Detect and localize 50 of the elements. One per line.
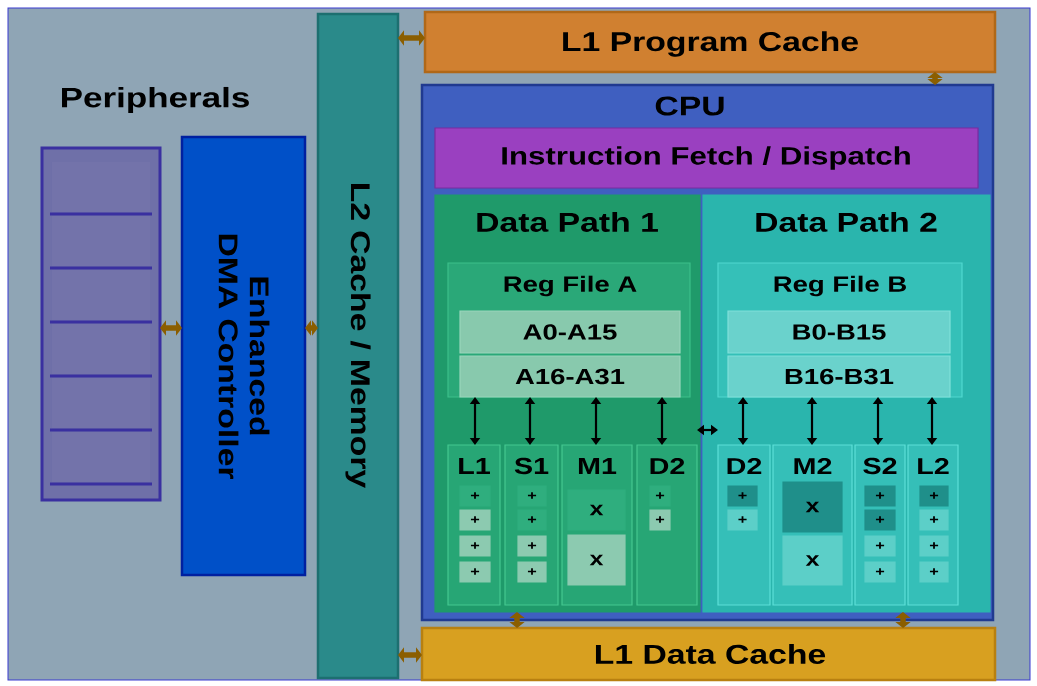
double-arrow <box>737 397 749 445</box>
adder-cell: + <box>727 509 758 531</box>
adder-cell: + <box>459 485 491 507</box>
adder-cell: + <box>919 535 949 557</box>
register-row: A0-A15 <box>459 310 681 354</box>
adder-cell: + <box>517 561 547 583</box>
adder-cell: + <box>864 561 896 583</box>
dma-controller-box: Enhanced DMA Controller <box>180 135 307 577</box>
register-row: B16-B31 <box>727 355 951 398</box>
multiplier-cell: x <box>782 535 843 586</box>
adder-cell: + <box>517 485 547 507</box>
adder-cell: + <box>517 509 547 531</box>
adder-cell: + <box>649 509 671 531</box>
register-row: A16-A31 <box>459 355 681 398</box>
adder-cell: + <box>517 535 547 557</box>
double-arrow <box>697 424 718 436</box>
adder-cell: + <box>919 561 949 583</box>
adder-cell: + <box>459 535 491 557</box>
cache-bar: L1 Program Cache <box>423 10 997 74</box>
double-arrow <box>160 320 182 336</box>
double-arrow <box>398 647 422 663</box>
adder-cell: + <box>864 509 896 531</box>
double-arrow <box>305 320 318 336</box>
double-arrow <box>872 397 884 445</box>
adder-cell: + <box>459 509 491 531</box>
register-row: B0-B15 <box>727 310 951 354</box>
adder-cell: + <box>864 535 896 557</box>
adder-cell: + <box>864 485 896 507</box>
double-arrow <box>926 397 938 445</box>
cache-memory-bar: L2 Cache / Memory <box>316 12 400 680</box>
double-arrow <box>509 612 525 628</box>
double-arrow <box>927 72 943 85</box>
double-arrow <box>398 30 425 46</box>
double-arrow <box>469 397 481 445</box>
multiplier-cell: x <box>567 534 626 586</box>
node-label: Peripherals <box>62 86 249 114</box>
multiplier-cell: x <box>567 489 626 531</box>
double-arrow <box>590 397 602 445</box>
adder-cell: + <box>727 485 758 507</box>
cache-bar: L1 Data Cache <box>420 626 997 682</box>
adder-cell: + <box>919 485 949 507</box>
adder-cell: + <box>649 485 671 507</box>
dispatch-bar: Instruction Fetch / Dispatch <box>434 127 979 189</box>
double-arrow <box>524 397 536 445</box>
multiplier-cell: x <box>782 481 843 533</box>
adder-cell: + <box>459 561 491 583</box>
double-arrow <box>806 397 818 445</box>
adder-cell: + <box>919 509 949 531</box>
double-arrow <box>895 612 911 628</box>
double-arrow <box>656 397 668 445</box>
